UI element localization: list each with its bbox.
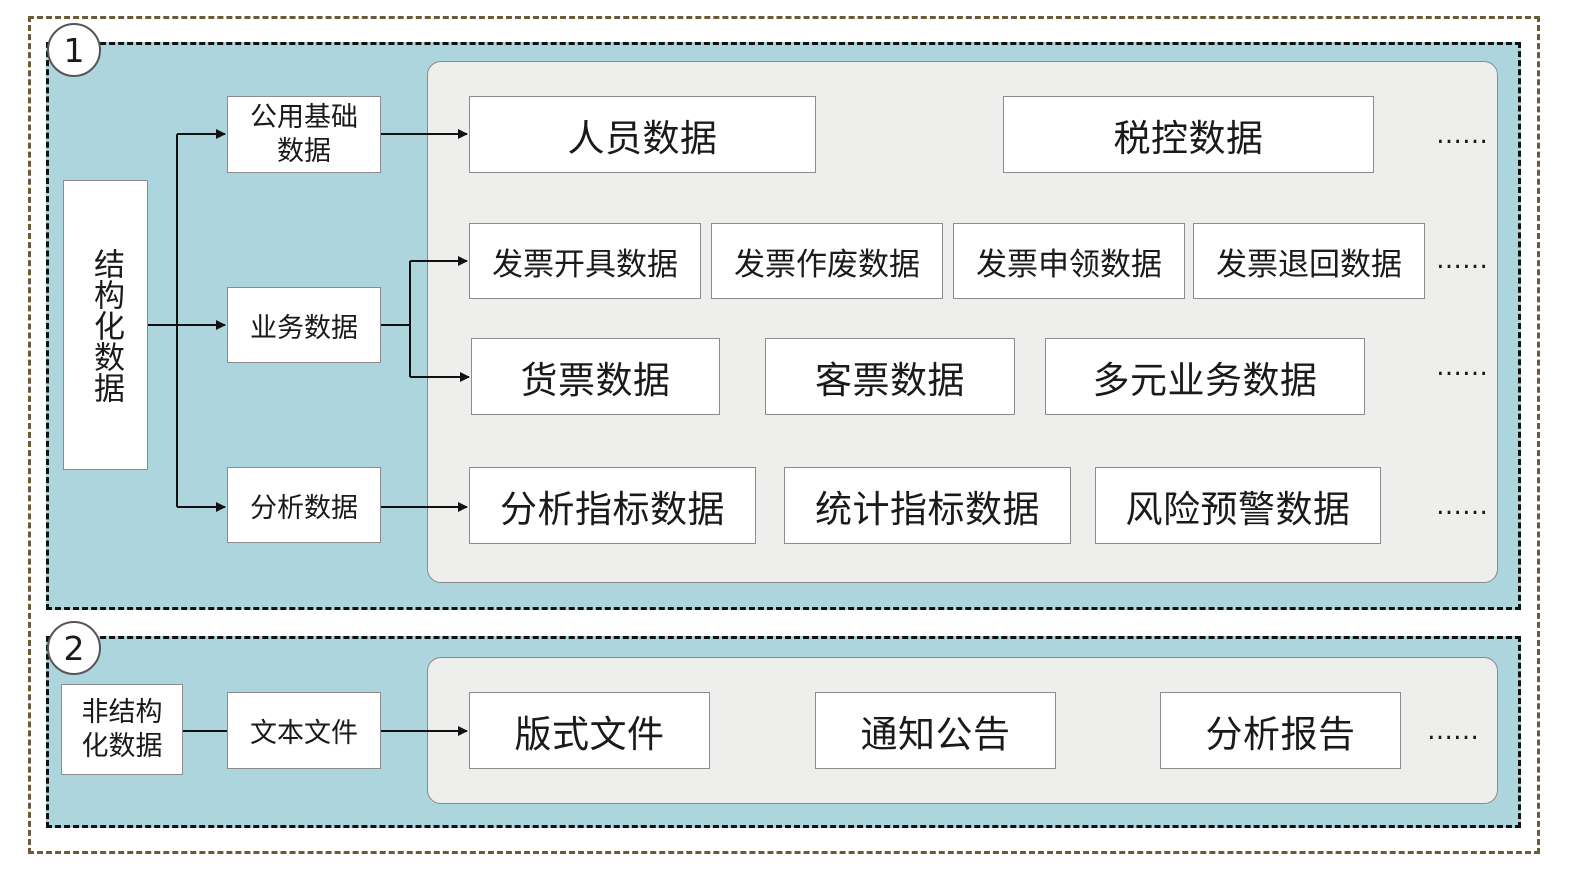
row-2-ellipsis: ……	[1436, 245, 1488, 275]
text-file-node: 文本文件	[227, 692, 381, 769]
section-2-number-badge: 2	[47, 621, 101, 675]
unstructured-data-root: 非结构 化数据	[61, 684, 183, 775]
freight-ticket-data-box: 货票数据	[471, 338, 720, 415]
section-2-ellipsis: ……	[1427, 716, 1479, 746]
row-1-ellipsis: ……	[1436, 120, 1488, 150]
passenger-ticket-data-box: 客票数据	[765, 338, 1015, 415]
layout-file-box: 版式文件	[469, 692, 710, 769]
row-3-ellipsis: ……	[1436, 352, 1488, 382]
section-1-number-badge: 1	[47, 23, 101, 77]
notice-announcement-box: 通知公告	[815, 692, 1056, 769]
unstructured-data-root-label: 非结构 化数据	[81, 696, 163, 762]
personnel-data-box: 人员数据	[469, 96, 816, 173]
multi-business-data-box: 多元业务数据	[1045, 338, 1365, 415]
invoice-issue-data-box: 发票开具数据	[469, 223, 701, 299]
invoice-void-data-box: 发票作废数据	[711, 223, 943, 299]
outer-frame	[28, 16, 1540, 854]
statistics-indicator-data-box: 统计指标数据	[784, 467, 1071, 544]
analysis-indicator-data-box: 分析指标数据	[469, 467, 756, 544]
analysis-data-node: 分析数据	[227, 467, 381, 543]
structured-data-root-label: 结构化数据	[88, 247, 124, 403]
basic-data-label: 公用基础 数据	[250, 101, 358, 167]
analysis-report-box: 分析报告	[1160, 692, 1401, 769]
structured-data-root: 结构化数据	[63, 180, 148, 470]
invoice-apply-data-box: 发票申领数据	[953, 223, 1185, 299]
invoice-return-data-box: 发票退回数据	[1193, 223, 1425, 299]
business-data-node: 业务数据	[227, 287, 381, 363]
basic-data-node: 公用基础 数据	[227, 96, 381, 173]
risk-warning-data-box: 风险预警数据	[1095, 467, 1381, 544]
tax-control-data-box: 税控数据	[1003, 96, 1374, 173]
row-4-ellipsis: ……	[1436, 491, 1488, 521]
